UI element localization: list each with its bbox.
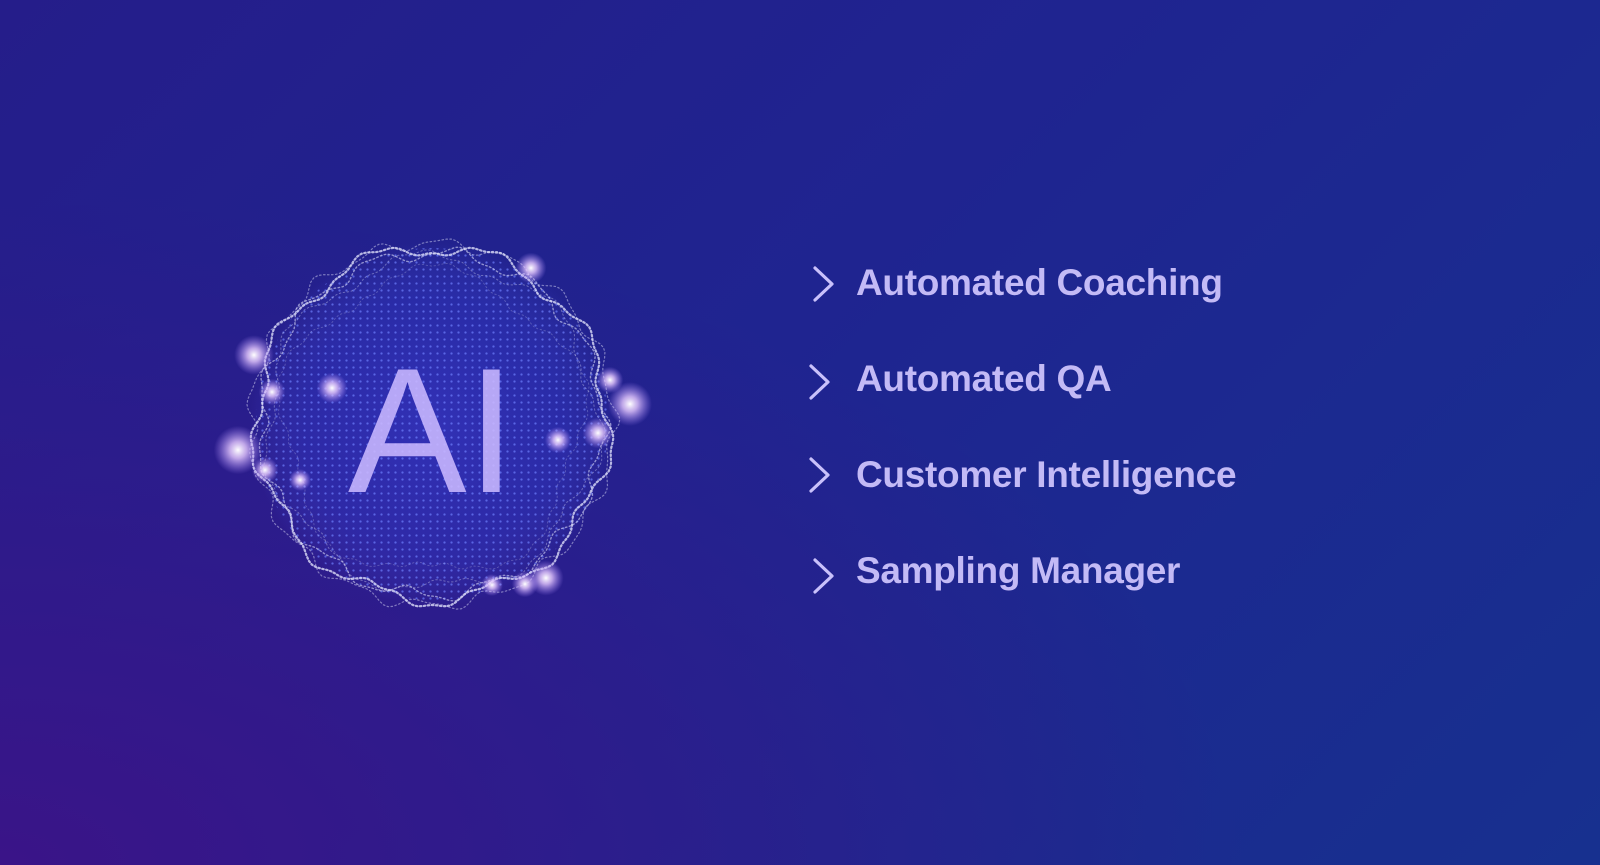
ai-letters: AI bbox=[348, 331, 516, 530]
sparkle-glow bbox=[515, 252, 547, 284]
sparkle-glow bbox=[596, 366, 624, 394]
orb-particle-ring bbox=[275, 263, 590, 570]
orb-particle-ring bbox=[262, 249, 606, 592]
feature-arrows bbox=[636, 266, 834, 594]
feature-label-sampling-manager: Sampling Manager bbox=[856, 550, 1181, 591]
arrow-head bbox=[809, 364, 830, 400]
sparkle-glow bbox=[608, 382, 652, 426]
arrow-right-icon bbox=[660, 457, 830, 493]
sparkle-glow bbox=[213, 425, 263, 475]
arrow-right-icon bbox=[650, 364, 830, 400]
sparkle-glow bbox=[258, 378, 286, 406]
sparkle-glow bbox=[316, 372, 348, 404]
sparkle-glow bbox=[511, 570, 539, 598]
sparkle-glow bbox=[251, 456, 279, 484]
arrow-right-icon bbox=[636, 266, 834, 302]
feature-label-automated-qa: Automated QA bbox=[856, 358, 1112, 399]
ai-particle-sphere-icon: AI bbox=[213, 238, 652, 610]
arrow-head bbox=[813, 266, 834, 302]
sparkle-glow bbox=[234, 335, 274, 375]
feature-label-customer-intelligence: Customer Intelligence bbox=[856, 454, 1237, 495]
arrow-head bbox=[813, 558, 834, 594]
sparkle-glow bbox=[582, 417, 614, 449]
arrow-right-icon bbox=[676, 558, 834, 594]
sparkle-glow bbox=[481, 574, 503, 596]
sparkle-glow bbox=[289, 469, 311, 491]
arrow-head bbox=[809, 457, 830, 493]
feature-label-automated-coaching: Automated Coaching bbox=[856, 262, 1223, 303]
sparkle-glow bbox=[544, 426, 572, 454]
